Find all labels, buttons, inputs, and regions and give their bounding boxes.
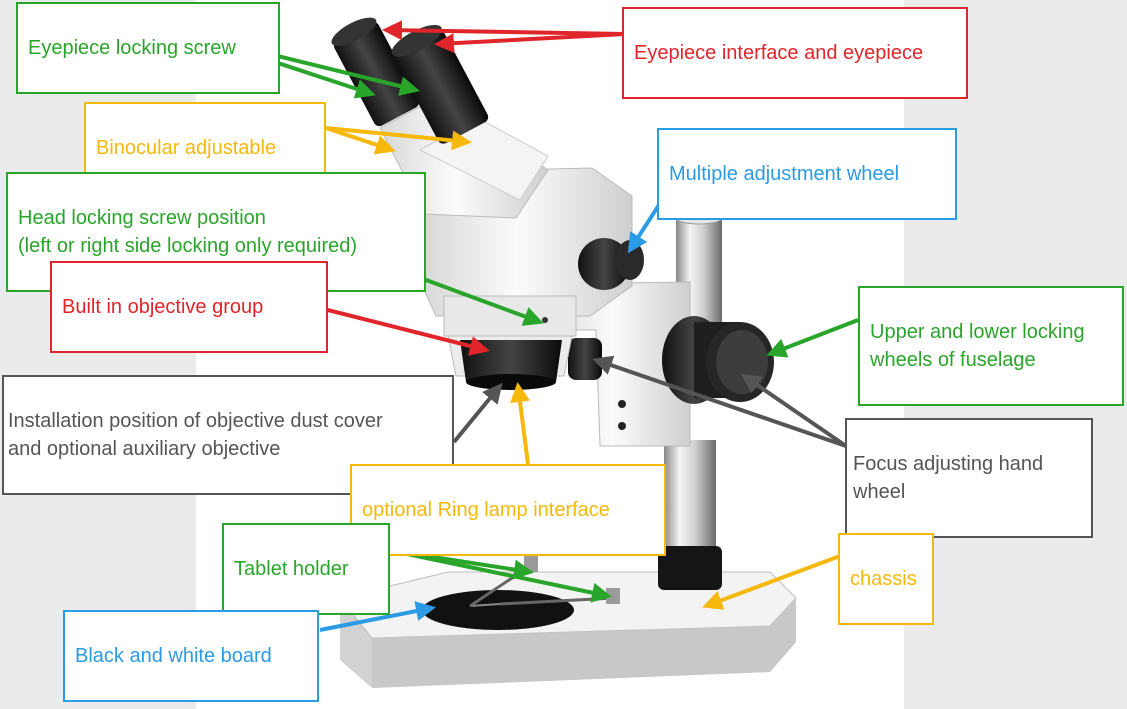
arrow-dust-cover: [452, 382, 503, 444]
arrow-ring-lamp: [510, 382, 530, 465]
label-text: Tablet holder: [234, 558, 349, 580]
arrow-chassis: [702, 554, 841, 610]
label-text: Eyepiece locking screw: [28, 37, 236, 59]
label-tablet-holder: Tablet holder: [222, 523, 390, 615]
label-text: Upper and lower locking wheels of fusela…: [870, 321, 1085, 371]
label-ring-lamp: optional Ring lamp interface: [350, 464, 666, 556]
label-chassis: chassis: [838, 533, 934, 625]
label-text: Black and white board: [75, 645, 272, 667]
arrow-upper-lower-locking: [766, 318, 859, 358]
black-white-board-shape: [422, 590, 574, 630]
label-built-in-objective: Built in objective group: [50, 261, 328, 353]
arrow-focus-2: [740, 373, 848, 448]
arrow-focus-1: [592, 355, 847, 448]
label-text: Multiple adjustment wheel: [669, 163, 900, 185]
label-text: Built in objective group: [62, 296, 264, 318]
label-black-white-board: Black and white board: [63, 610, 319, 702]
focus-knob: [662, 316, 774, 404]
arrow-eyepiece-interface-2: [434, 32, 626, 54]
label-eyepiece-interface: Eyepiece interface and eyepiece: [622, 7, 968, 99]
eyepieces: [331, 17, 489, 144]
focus-arm: [547, 281, 691, 447]
label-text: Focus adjusting hand wheel: [853, 453, 1044, 503]
arrow-binocular-2: [325, 126, 472, 151]
label-text: chassis: [850, 568, 917, 590]
label-eyepiece-locking-screw: Eyepiece locking screw: [16, 2, 280, 94]
label-upper-lower-locking: Upper and lower locking wheels of fusela…: [858, 286, 1124, 406]
label-text: Eyepiece interface and eyepiece: [634, 42, 924, 64]
arrow-tablet-holder-2: [387, 548, 612, 603]
label-text: Installation position of objective dust …: [8, 410, 383, 460]
label-multiple-adjustment-wheel: Multiple adjustment wheel: [657, 128, 957, 220]
label-text: optional Ring lamp interface: [362, 499, 610, 521]
arrow-eyepiece-interface-1: [382, 20, 626, 41]
label-text: Head locking screw position (left or rig…: [18, 207, 358, 257]
arrow-black-white-board: [319, 601, 436, 632]
label-focus-wheel: Focus adjusting hand wheel: [845, 418, 1093, 538]
arrow-binocular-1: [325, 126, 396, 155]
label-text: Binocular adjustable: [96, 137, 277, 159]
